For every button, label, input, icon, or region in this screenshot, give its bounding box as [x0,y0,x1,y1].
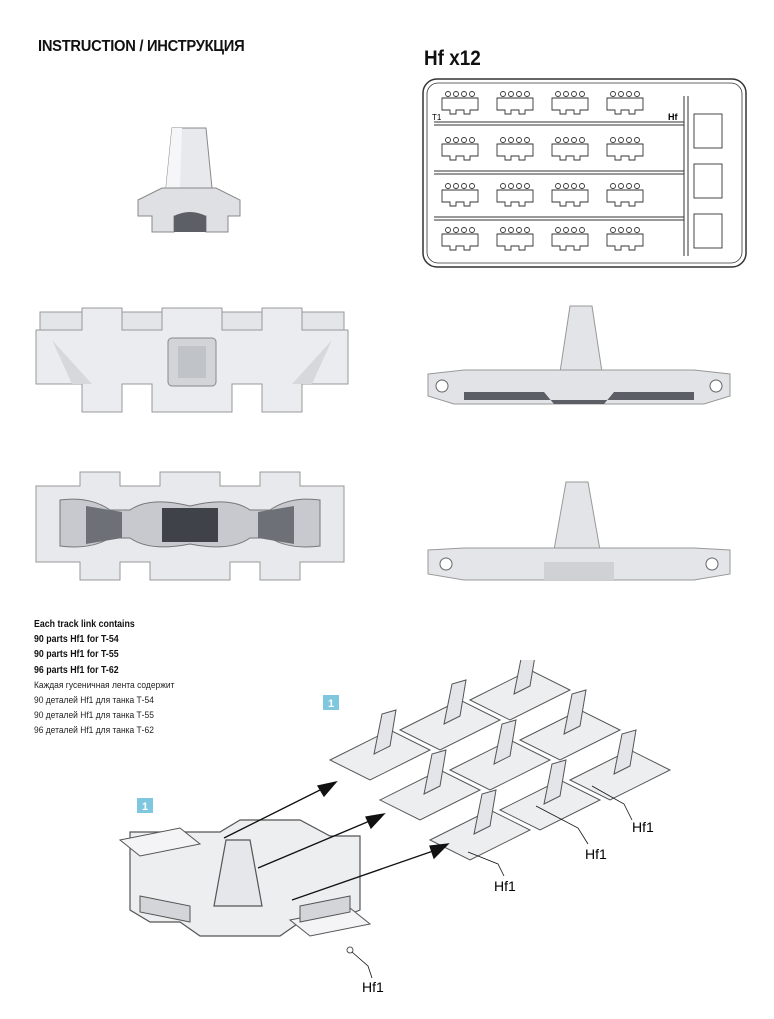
track-link-guide-horn [443,679,467,725]
track-link-notes: Each track link contains 90 parts Hf1 fo… [34,617,194,739]
sprue-title: Hf x12 [424,47,481,70]
part-callout: Hf1 [494,878,516,894]
track-link-guide-horn [373,709,397,755]
note-ru-line: 90 деталей Hf1 для танка Т-55 [34,710,154,722]
track-link-top-view [35,307,349,413]
track-link [518,709,622,761]
track-link-end-view [137,127,241,233]
track-link-guide-horn [543,759,567,805]
sprue-part [551,97,589,115]
note-ru-line: 96 деталей Hf1 для танка Т-62 [34,725,154,737]
track-link-guide-horn [473,789,497,835]
sprue-part [441,97,479,115]
assembly-diagram: 1 1 Hf1 Hf1 Hf1 Hf1 [118,660,672,995]
sprue-part [606,143,644,161]
track-link [328,729,432,781]
sprue-part [606,233,644,251]
step-badge: 1 [323,695,339,710]
sprue-part [693,163,723,199]
sprue-drawing: T1 Hf [422,78,747,268]
sprue-part [496,233,534,251]
sprue-part [441,233,479,251]
note-ru-line: 90 деталей Hf1 для танка Т-54 [34,695,154,707]
track-link-guide-horn [493,719,517,765]
sprue-part [496,189,534,207]
track-link [428,809,532,861]
arrow-head [365,813,386,830]
track-link-side-view [427,305,731,405]
note-en-line: Each track link contains [34,619,135,630]
track-link-guide-horn [613,729,637,775]
sprue-part [693,213,723,249]
sprue-part [441,189,479,207]
track-link-guide-horn [563,689,587,735]
sprue-part [606,97,644,115]
track-link [468,669,572,721]
note-en-line: 90 parts Hf1 for T-54 [34,634,119,646]
track-link [448,739,552,791]
track-link-rear-view [427,481,731,581]
sprue-part [551,233,589,251]
track-link [398,699,502,751]
note-en-line: 96 parts Hf1 for T-62 [34,664,119,676]
sprue-part [551,189,589,207]
track-link [498,779,602,831]
note-en-line: 90 parts Hf1 for T-55 [34,649,119,661]
note-ru-line: Каждая гусеничная лента содержит [34,679,175,691]
track-link-bottom-view [35,471,345,581]
part-callout: Hf1 [585,846,607,862]
sprue-part [496,97,534,115]
track-link [378,769,482,821]
part-callout: Hf1 [632,819,654,835]
sprue-frame [422,78,747,268]
arrow-head [316,780,338,798]
part-callout: Hf1 [362,979,384,995]
svg-text:1: 1 [328,698,334,710]
track-link-guide-horn [513,660,535,695]
page-title: INSTRUCTION / ИНСТРУКЦИЯ [38,38,245,55]
sprue-part [441,143,479,161]
sprue-part [551,143,589,161]
sprue-part [693,113,723,149]
sprue-part [496,143,534,161]
svg-text:1: 1 [142,801,148,813]
sprue-gate-label-right: Hf [668,112,678,122]
sprue-gate-label-left: T1 [432,113,442,122]
arrow-head [429,843,450,860]
track-link-guide-horn [423,749,447,795]
track-segment-upper [328,660,672,861]
step-badge: 1 [137,798,153,813]
sprue-part [606,189,644,207]
assembly-arrows [223,780,450,901]
